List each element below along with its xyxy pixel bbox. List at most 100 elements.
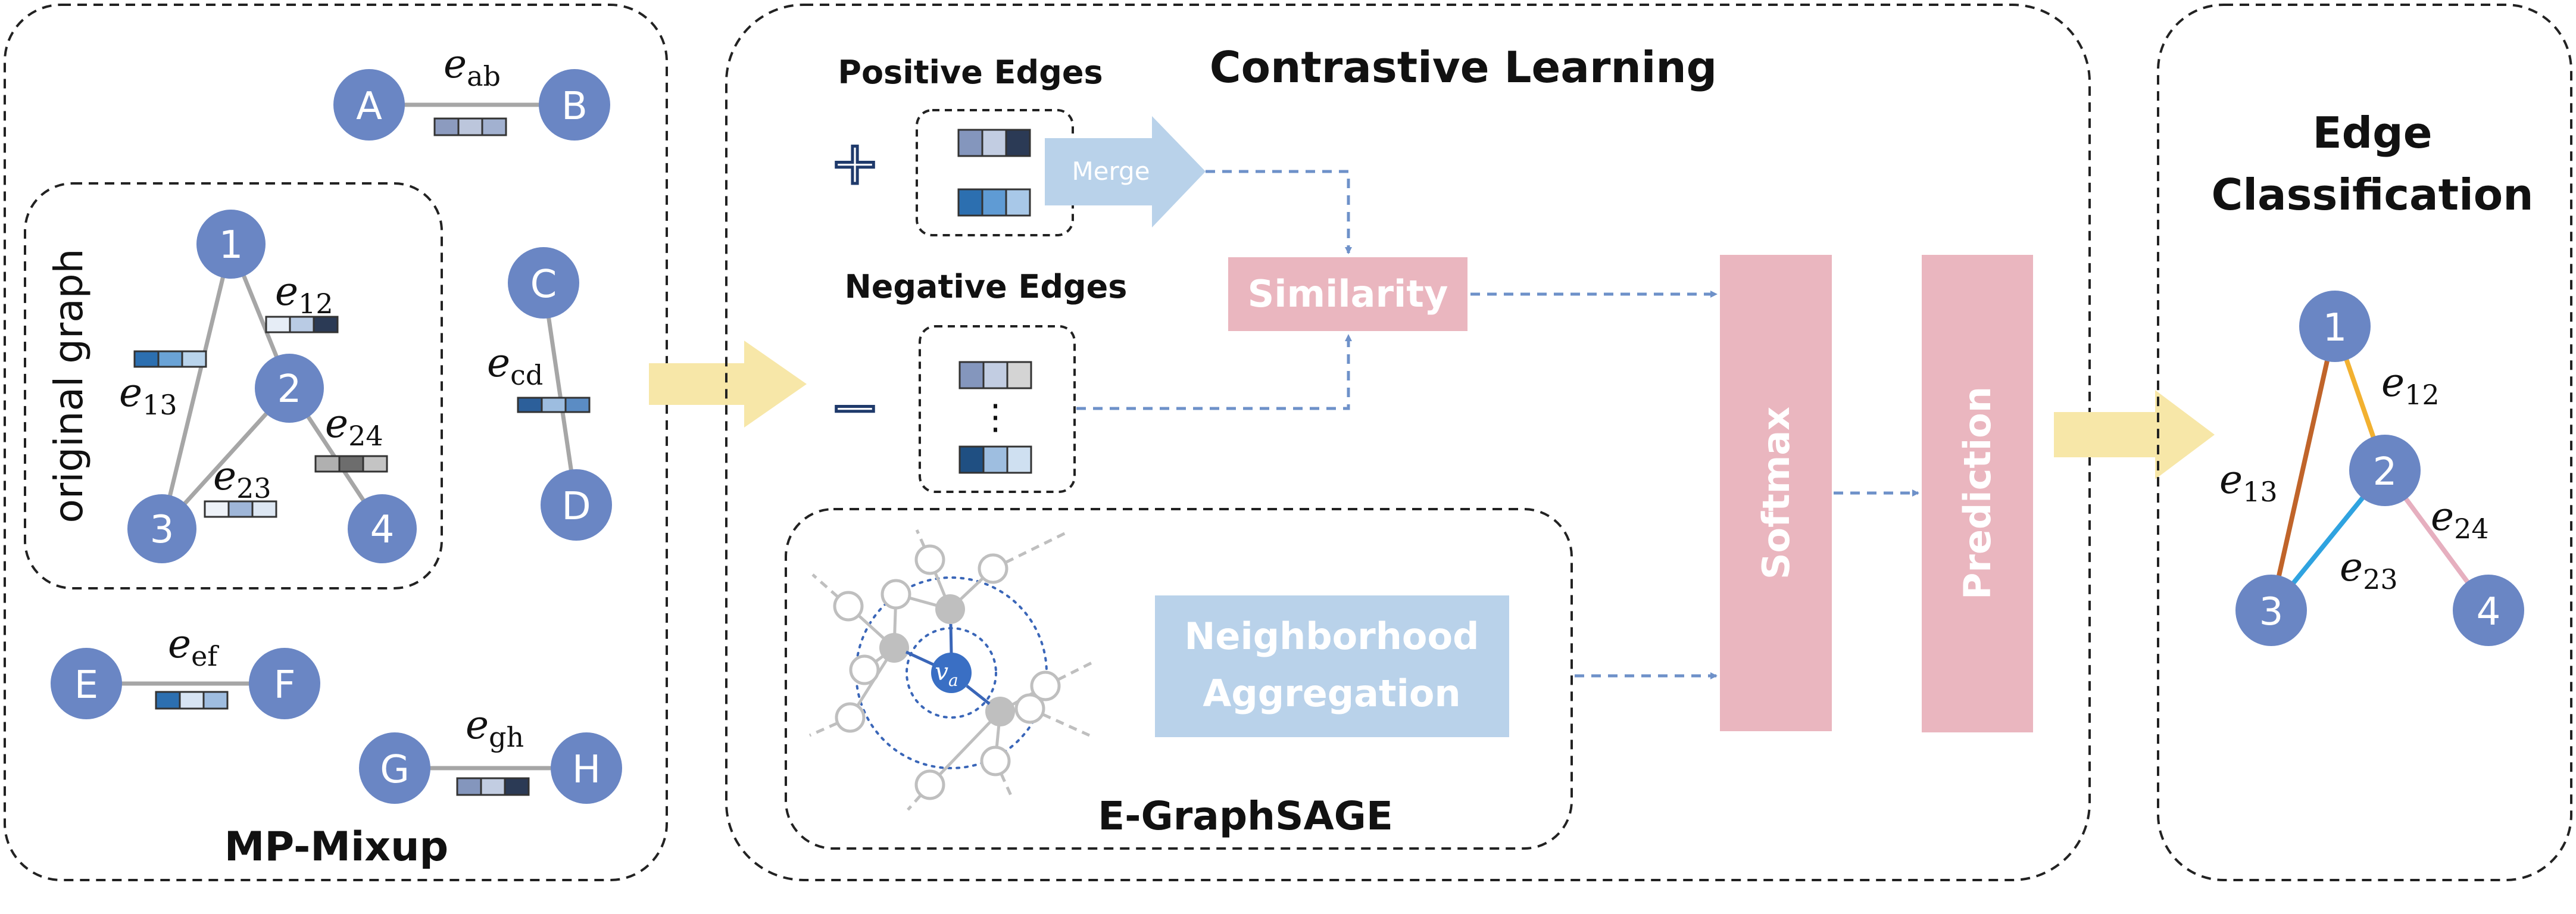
positive-edges-box	[916, 109, 1074, 236]
node-f	[249, 648, 320, 719]
classification-panel: Edge Classification 1 2 3 4 e12 e13 e23 …	[2157, 4, 2572, 881]
edge-cd-line	[541, 282, 579, 506]
graph-edge-e23-label: e23	[213, 453, 271, 504]
merge-label: Merge	[1072, 157, 1150, 186]
class-node-4-label: 4	[2477, 590, 2501, 634]
feature-vector-ef	[155, 691, 229, 710]
graph-node-3	[127, 494, 196, 563]
contrastive-panel-border	[725, 4, 2091, 881]
node-e-label: E	[74, 663, 98, 707]
feature-vector-e23	[204, 500, 277, 518]
negative-ellipsis: ⋮	[978, 397, 1013, 437]
contrastive-panel-title: Contrastive Learning	[1210, 42, 1717, 92]
hop1-node-left	[879, 633, 909, 663]
class-edge-e23-label: e23	[2340, 544, 2398, 595]
dash-merge-to-similarity	[1206, 170, 1352, 254]
class-node-3	[2235, 575, 2307, 646]
edge-ab-sub: ab	[467, 60, 501, 92]
minus-sign: −	[830, 372, 880, 442]
feature-vector-e24	[314, 455, 388, 473]
node-a	[333, 69, 405, 141]
node-c-label: C	[530, 263, 557, 307]
positive-edges-label: Positive Edges	[838, 54, 1103, 91]
graph-node-4-label: 4	[370, 508, 395, 552]
dash-negative-to-similarity	[1076, 334, 1352, 410]
negative-edges-label: Negative Edges	[845, 268, 1128, 305]
classification-panel-border	[2157, 4, 2572, 881]
class-node-4	[2453, 575, 2524, 646]
edge-cd-label: ecd	[487, 340, 543, 391]
graph-node-2	[255, 354, 324, 423]
feature-vector-ab	[433, 117, 507, 136]
edge-ab-base: e	[444, 41, 467, 87]
class-node-1-label: 1	[2323, 306, 2347, 350]
contrastive-panel: Contrastive Learning Positive Edges + Me…	[725, 4, 2091, 881]
center-node-label: va	[935, 659, 958, 690]
similarity-box	[1228, 257, 1467, 331]
pair-ab: A B eab	[333, 41, 610, 141]
graph-node-2-label: 2	[277, 367, 302, 411]
edge-ef-label: eef	[168, 621, 219, 672]
classification-title-line2: Classification	[2212, 170, 2534, 220]
mixup-panel-border	[4, 4, 668, 881]
center-node	[931, 653, 972, 693]
positive-vector-2	[957, 188, 1031, 217]
node-g	[359, 732, 430, 804]
graph-edge-e13-label: e13	[119, 370, 177, 421]
softmax-label: Softmax	[1754, 407, 1798, 579]
softmax-box	[1720, 255, 1832, 731]
flow-arrow-1	[649, 341, 807, 428]
original-graph-border	[24, 182, 443, 589]
graph-edge-e12-label: e12	[275, 269, 333, 320]
feature-vector-e13	[133, 350, 207, 368]
classification-title-line1: Edge	[2312, 108, 2432, 158]
egraphsage-panel: E-GraphSAGE Neighborhood Aggregation	[785, 508, 1718, 850]
class-edge-1-3	[2269, 326, 2337, 611]
prediction-box	[1922, 255, 2033, 732]
feature-vector-e12	[265, 316, 339, 333]
feature-vector-cd	[517, 397, 591, 413]
egraphsage-border	[785, 508, 1573, 850]
node-d-label: D	[561, 485, 591, 529]
class-edge-e12-label: e12	[2381, 360, 2440, 411]
egraphsage-label: E-GraphSAGE	[1098, 793, 1393, 839]
plus-sign: +	[830, 128, 880, 198]
prediction-label: Prediction	[1956, 386, 1999, 600]
node-g-label: G	[380, 748, 410, 792]
neighborhood-label-line2: Aggregation	[1203, 672, 1460, 715]
class-node-3-label: 3	[2259, 590, 2284, 634]
positive-vector-1	[957, 129, 1031, 157]
node-h-label: H	[572, 748, 601, 792]
graph-node-1-label: 1	[219, 223, 243, 267]
neighborhood-label-line1: Neighborhood	[1185, 614, 1479, 658]
graph-node-3-label: 3	[150, 508, 174, 552]
node-b	[539, 69, 610, 141]
mixup-panel: MP-Mixup A B eab original graph 1	[4, 4, 668, 881]
pair-gh: G H egh	[359, 702, 622, 804]
graph-edge-1-3	[160, 244, 233, 529]
merge-arrow	[1045, 116, 1206, 227]
neighborhood-graph: va	[808, 529, 1097, 811]
graph-node-1	[196, 210, 266, 279]
neighborhood-aggregation-box	[1155, 595, 1509, 737]
class-node-1	[2299, 291, 2371, 362]
node-a-label: A	[356, 85, 382, 129]
edge-ab-label: eab	[444, 41, 501, 92]
hop1-node-right	[985, 697, 1015, 726]
negative-vector-2	[958, 445, 1032, 474]
original-graph-label: original graph	[46, 249, 92, 523]
feature-vector-gh	[456, 777, 530, 796]
class-node-2	[2349, 435, 2421, 506]
node-c	[508, 247, 579, 319]
node-f-label: F	[274, 663, 296, 707]
class-edge-e13-label: e13	[2219, 457, 2278, 508]
pair-cd: C D ecd	[487, 247, 612, 541]
class-edge-e24-label: e24	[2431, 494, 2489, 545]
negative-edges-box	[919, 325, 1076, 493]
similarity-label: Similarity	[1248, 272, 1448, 316]
pair-ef: E F eef	[51, 621, 320, 719]
node-h	[551, 732, 622, 804]
graph-edge-e24-label: e24	[325, 401, 383, 452]
original-graph: original graph 1 2 3 4 e12 e13	[24, 182, 443, 589]
